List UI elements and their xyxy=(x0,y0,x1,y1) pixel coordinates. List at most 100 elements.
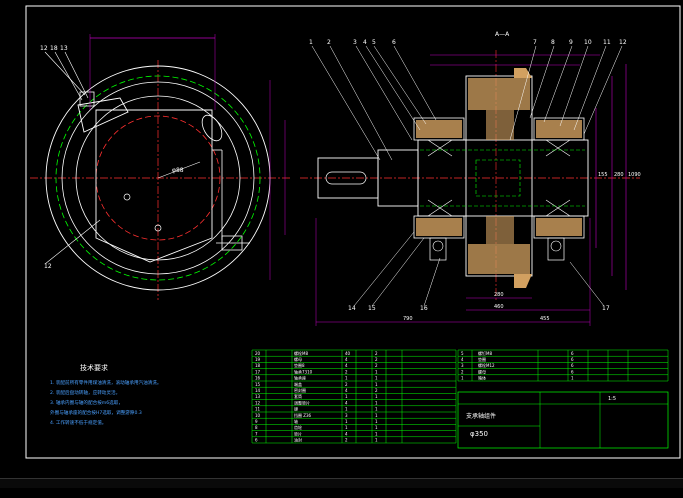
parts-left-row-no: 15 xyxy=(255,382,261,387)
balloon-16: 16 xyxy=(420,305,428,312)
parts-left-row-qty: 40 xyxy=(345,351,351,356)
parts-right-row-name: 螺钉M8 xyxy=(478,350,492,356)
parts-left-row-qty2: 1 xyxy=(375,438,378,443)
parts-left-row-name: 轴承7310 xyxy=(294,368,313,374)
parts-right-row-no: 2 xyxy=(461,369,464,374)
parts-right-row-qty: 1 xyxy=(571,376,574,381)
parts-right-row-qty: 6 xyxy=(571,357,574,362)
parts-left-row-name: 螺栓M8 xyxy=(294,350,308,356)
balloon-5: 5 xyxy=(372,39,376,46)
balloon-8: 8 xyxy=(551,39,555,46)
parts-left-row-name: 端盖 xyxy=(294,381,302,387)
parts-left-row-no: 7 xyxy=(255,431,258,436)
parts-left-row-name: 垫圈8 xyxy=(294,362,305,368)
balloon-14: 14 xyxy=(348,305,356,312)
parts-left-row-name: 油封 xyxy=(294,437,302,443)
parts-left-row-qty2: 1 xyxy=(375,419,378,424)
cad-drawing-canvas[interactable]: φ88 12 18 13 12 xyxy=(0,0,683,487)
balloon-12a: 12 xyxy=(40,45,48,52)
dim-right-1: 155 xyxy=(598,172,608,178)
balloon-6: 6 xyxy=(392,39,396,46)
parts-left-row-qty2: 1 xyxy=(375,407,378,412)
parts-left-row-no: 14 xyxy=(255,388,261,393)
status-bar xyxy=(0,478,683,488)
parts-right-row-name: 螺母 xyxy=(478,368,486,374)
dim-bottom-2: 455 xyxy=(540,316,550,322)
parts-left-row-name: 键 xyxy=(294,406,298,412)
balloons-top xyxy=(311,45,623,161)
dim-bottom-4: 280 xyxy=(494,292,504,298)
parts-left-row-qty2: 1 xyxy=(375,431,378,436)
parts-left-row-no: 6 xyxy=(255,438,258,443)
parts-left-row-qty: 1 xyxy=(345,425,348,430)
parts-left-row-qty: 4 xyxy=(345,388,348,393)
left-view[interactable]: φ88 12 18 13 12 xyxy=(30,34,290,300)
drawing-name: 支承轴组件 xyxy=(466,412,496,420)
balloon-11: 11 xyxy=(603,39,611,46)
balloon-13: 13 xyxy=(60,45,68,52)
parts-left-row-name: 挡圈 Z36 xyxy=(294,412,312,418)
parts-left-row-qty: 1 xyxy=(345,376,348,381)
parts-left-row-qty2: 1 xyxy=(375,382,378,387)
balloon-18: 18 xyxy=(50,45,58,52)
parts-left-row-name: 螺母 xyxy=(294,356,302,362)
parts-right-row-name: 螺栓M12 xyxy=(478,362,495,368)
parts-left-row-qty: 3 xyxy=(345,413,348,418)
parts-left-row-qty: 4 xyxy=(345,431,348,436)
dim-right-2: 280 xyxy=(614,172,624,178)
balloon-2: 2 xyxy=(327,39,331,46)
parts-left-row-name: 垫片 xyxy=(294,430,302,436)
tech-notes-title: 技术要求 xyxy=(80,363,108,372)
parts-left-row-qty2: 1 xyxy=(375,369,378,374)
parts-left-row-qty2: 2 xyxy=(375,363,378,368)
parts-right-row-qty: 6 xyxy=(571,369,574,374)
parts-left-row-qty: 4 xyxy=(345,357,348,362)
parts-left-row-qty2: 1 xyxy=(375,413,378,418)
tech-note-3: 3. 轴承内圈与轴的配合按m6选取， xyxy=(50,399,123,406)
parts-left-row-qty2: 1 xyxy=(375,394,378,399)
balloon-3: 3 xyxy=(353,39,357,46)
drawing-number: φ350 xyxy=(470,430,488,438)
parts-left-row-qty: 2 xyxy=(345,382,348,387)
balloon-12b: 12 xyxy=(44,263,52,270)
dim-right-3: 1090 xyxy=(628,172,641,178)
parts-left-row-name: 套筒 xyxy=(294,393,302,399)
balloon-4: 4 xyxy=(363,39,367,46)
parts-left-row-no: 8 xyxy=(255,425,258,430)
right-view[interactable]: 155 280 1090 790 455 460 280 A—A xyxy=(300,31,641,326)
parts-left-row-qty: 2 xyxy=(345,369,348,374)
parts-left-row-qty2: 2 xyxy=(375,351,378,356)
parts-left-row-qty: 1 xyxy=(345,394,348,399)
diameter-label: φ88 xyxy=(172,167,184,174)
section-label: A—A xyxy=(495,31,510,38)
parts-left-row-no: 17 xyxy=(255,369,261,374)
parts-right-row-no: 4 xyxy=(461,357,464,362)
parts-left-row-no: 18 xyxy=(255,363,261,368)
parts-left-row-qty2: 2 xyxy=(375,388,378,393)
tech-notes: 技术要求 1. 装配前所有零件用煤油清洗，滚动轴承用汽油清洗。 2. 装配后盘动… xyxy=(50,363,162,426)
parts-left-row-qty: 2 xyxy=(345,438,348,443)
balloon-1: 1 xyxy=(309,39,313,46)
parts-left-row-qty: 1 xyxy=(345,407,348,412)
parts-left-row-name: 调整垫片 xyxy=(294,399,310,405)
scale: 1:5 xyxy=(608,396,616,402)
parts-left-row-no: 19 xyxy=(255,357,261,362)
parts-left-row-qty2: 2 xyxy=(375,357,378,362)
balloon-12: 12 xyxy=(619,39,627,46)
parts-left-row-no: 16 xyxy=(255,376,261,381)
parts-left-row-qty: 1 xyxy=(345,419,348,424)
parts-left-row-qty: 4 xyxy=(345,400,348,405)
parts-left-row-name: 轴 xyxy=(294,418,298,424)
parts-right-row-no: 5 xyxy=(461,351,464,356)
parts-right-row-qty: 6 xyxy=(571,363,574,368)
tech-note-2: 2. 装配后盘动转轴，应转动灵活。 xyxy=(50,389,120,396)
tech-note-1: 1. 装配前所有零件用煤油清洗，滚动轴承用汽油清洗。 xyxy=(50,379,162,386)
parts-left-row-name: 齿轮 xyxy=(294,424,302,430)
parts-left-row-no: 12 xyxy=(255,400,261,405)
parts-left-row-qty: 4 xyxy=(345,363,348,368)
parts-right-row-no: 1 xyxy=(461,376,464,381)
balloon-15: 15 xyxy=(368,305,376,312)
parts-left-row-no: 11 xyxy=(255,407,261,412)
drawing-frame xyxy=(25,5,681,459)
